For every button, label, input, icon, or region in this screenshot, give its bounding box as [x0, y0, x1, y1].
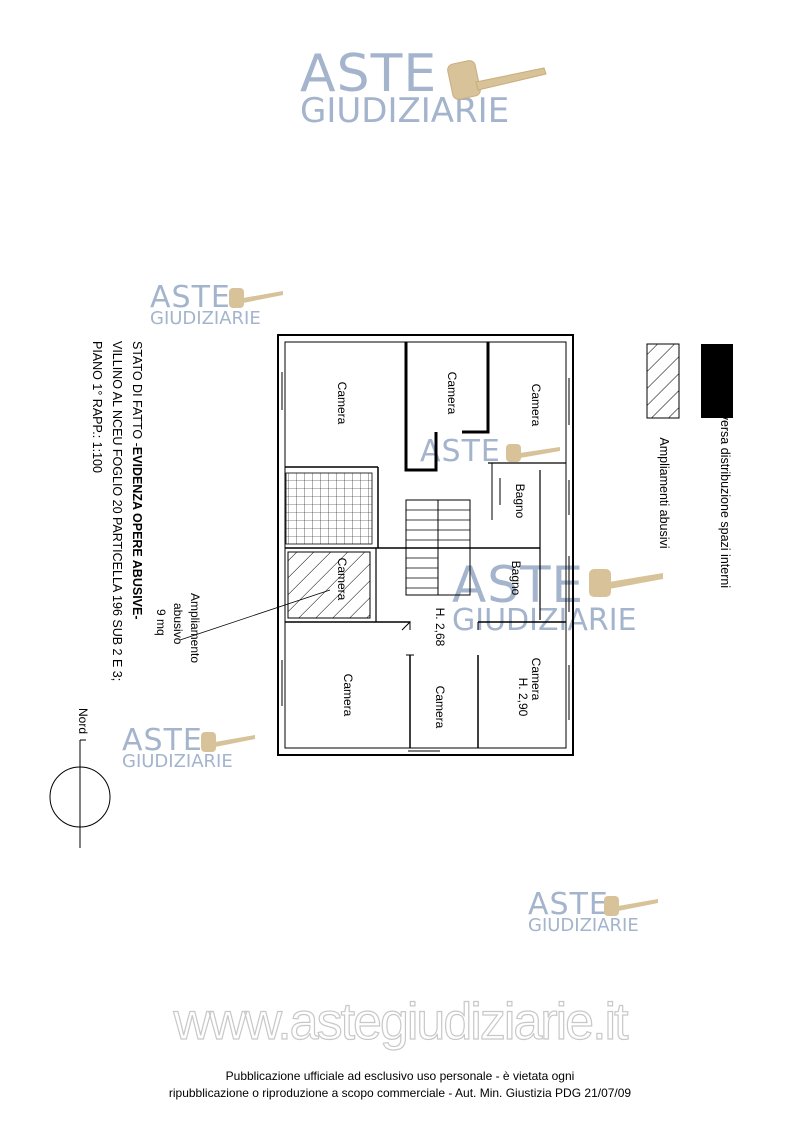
- watermark-text: GIUDIZIARIE: [300, 91, 510, 131]
- room-label: Camera: [335, 557, 349, 601]
- legend-swatch-hatch: [646, 343, 680, 419]
- watermark-text: ASTE: [150, 280, 231, 315]
- stair-treads: [406, 509, 470, 589]
- site-watermark: www.astegiudiziarie.it: [173, 992, 629, 1051]
- watermark-logo-lower-right: ASTE GIUDIZIARIE: [528, 890, 639, 935]
- tiled-area: [285, 472, 373, 545]
- room-label: Camera: [445, 371, 459, 415]
- north-label: Nord: [76, 707, 90, 734]
- watermark-text: ASTE: [122, 723, 203, 758]
- watermark-text: GIUDIZIARIE: [122, 751, 233, 772]
- annotation-extension: Ampliamento abusivo 9 mq: [149, 593, 203, 733]
- gavel-icon: [229, 288, 283, 308]
- title-bold: EVIDENZA OPERE ABUSIVE-: [130, 446, 144, 620]
- legend-label-1: Diversa distribuzione spazi interni: [718, 401, 732, 589]
- watermark-text: ASTE: [300, 44, 438, 104]
- watermark-logo-top: ASTE GIUDIZIARIE: [300, 48, 509, 128]
- gavel-icon: [447, 60, 547, 100]
- plan-title-block: STATO DI FATTO -EVIDENZA OPERE ABUSIVE- …: [81, 341, 147, 721]
- room-label: Camera: [335, 381, 349, 425]
- height-label: H. 2,68: [433, 607, 447, 647]
- room-label: Bagno: [513, 483, 527, 519]
- title-prefix: STATO DI FATTO -: [130, 341, 144, 447]
- annotation-line: abusivo: [171, 603, 185, 645]
- interior-change-walls: [404, 342, 490, 472]
- gavel-icon: [506, 444, 560, 462]
- room-label: Bagno: [509, 560, 523, 596]
- room-label: Camera: [529, 657, 543, 701]
- annotation-line: Ampliamento: [188, 593, 202, 664]
- watermark-text: GIUDIZIARIE: [528, 915, 639, 936]
- footer-notice: Pubblicazione ufficiale ad esclusivo uso…: [0, 1068, 800, 1102]
- watermark-logo-lower-left: ASTE GIUDIZIARIE: [122, 726, 233, 771]
- plan-title-line3: PIANO 1° RAPP.: 1:100: [90, 341, 104, 473]
- watermark-text: ASTE: [528, 887, 609, 922]
- watermark-text: GIUDIZIARIE: [150, 308, 261, 329]
- footer-line2: ripubblicazione o riproduzione a scopo c…: [168, 1086, 632, 1100]
- gavel-icon: [604, 896, 658, 916]
- watermark-text: ASTE: [452, 556, 585, 614]
- room-label: Camera: [433, 685, 447, 729]
- watermark-logo-center: ASTE GIUDIZIARIE: [452, 560, 637, 636]
- gavel-icon: [201, 732, 255, 752]
- footer-line1: Pubblicazione ufficiale ad esclusivo uso…: [225, 1069, 575, 1083]
- outer-wall: [277, 334, 574, 756]
- watermark-logo-mid: ASTE: [420, 437, 501, 467]
- room-label: Camera: [529, 383, 543, 427]
- north-arrow-icon: [49, 739, 111, 848]
- gavel-icon: [589, 569, 663, 597]
- room-label: Camera: [341, 673, 355, 717]
- watermark-logo-left: ASTE GIUDIZIARIE: [150, 283, 261, 328]
- illegal-extension-area: [287, 551, 371, 619]
- plan-title-line1: STATO DI FATTO -EVIDENZA OPERE ABUSIVE-: [127, 341, 147, 721]
- watermark-text: GIUDIZIARIE: [452, 603, 637, 638]
- height-label: H. 2,90: [516, 677, 530, 717]
- watermark-text: ASTE: [420, 434, 501, 469]
- annotation-line: 9 mq: [154, 609, 168, 636]
- plan-title-line2: VILLINO AL NCEU FOGLIO 20 PARTICELLA 196…: [110, 341, 124, 682]
- legend-label-2: Ampliamenti abusivi: [657, 437, 671, 549]
- legend-swatch-solid: [701, 344, 733, 418]
